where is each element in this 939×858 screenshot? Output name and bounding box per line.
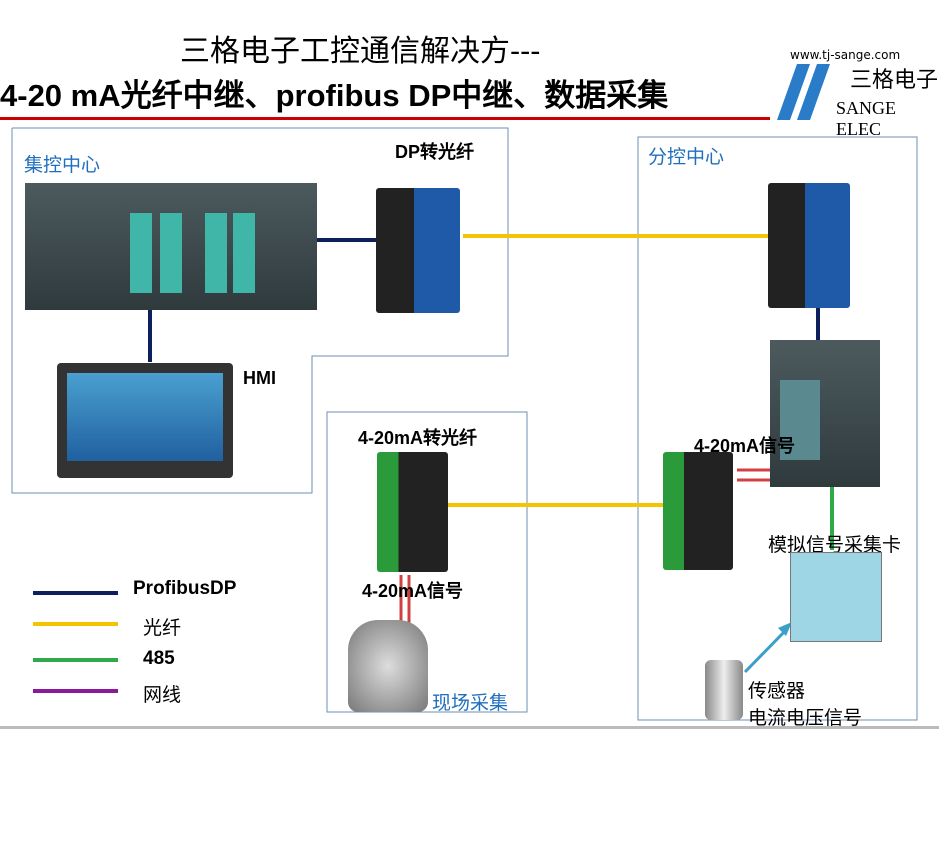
legend-label-485: 485	[143, 648, 175, 669]
footer-divider	[0, 726, 939, 729]
legend-label-profibus: ProfibusDP	[133, 578, 237, 599]
dp-fiber-converter	[376, 188, 460, 313]
logo-en: SANGE ELEC	[836, 98, 897, 139]
sensor	[705, 660, 743, 720]
branch-plc	[770, 340, 880, 487]
zone-central-label: 集控中心	[24, 154, 101, 176]
title-line-1: 三格电子工控通信解决方---	[180, 34, 541, 69]
acq-card-label: 模拟信号采集卡	[768, 535, 902, 556]
zone-branch-label: 分控中心	[648, 146, 725, 168]
legend-swatch-fiber	[33, 622, 118, 626]
ma-signal-branch-label: 4-20mA信号	[694, 436, 796, 456]
hmi-label: HMI	[243, 368, 276, 388]
website: www.tj-sange.com	[790, 48, 901, 62]
hmi-panel	[57, 363, 233, 478]
ma-fiber-label: 4-20mA转光纤	[358, 428, 478, 448]
dp-fiber-label: DP转光纤	[395, 142, 475, 162]
sensor-signal-label: 电流电压信号	[748, 708, 863, 729]
ma-signal-field-label: 4-20mA信号	[362, 581, 464, 601]
header-divider	[0, 117, 770, 120]
analog-fiber-converter-field	[377, 452, 448, 572]
sensor-label: 传感器	[748, 681, 806, 702]
legend-label-ethernet: 网线	[143, 685, 182, 706]
acq-card	[790, 552, 882, 642]
title-line-2: 4-20 mA光纤中继、profibus DP中继、数据采集	[0, 78, 669, 113]
legend-swatch-485	[33, 658, 118, 662]
central-plc	[25, 183, 317, 310]
flowmeter	[348, 620, 428, 712]
dp-fiber-converter-branch	[768, 183, 850, 308]
sensor-arrow	[743, 626, 790, 674]
logo	[772, 62, 832, 122]
logo-cn: 三格电子	[850, 68, 939, 93]
legend-label-fiber: 光纤	[143, 618, 182, 639]
analog-fiber-converter-branch	[663, 452, 733, 570]
zone-field-label: 现场采集	[432, 692, 509, 714]
legend-swatch-ethernet	[33, 689, 118, 693]
legend-swatch-profibus	[33, 591, 118, 595]
